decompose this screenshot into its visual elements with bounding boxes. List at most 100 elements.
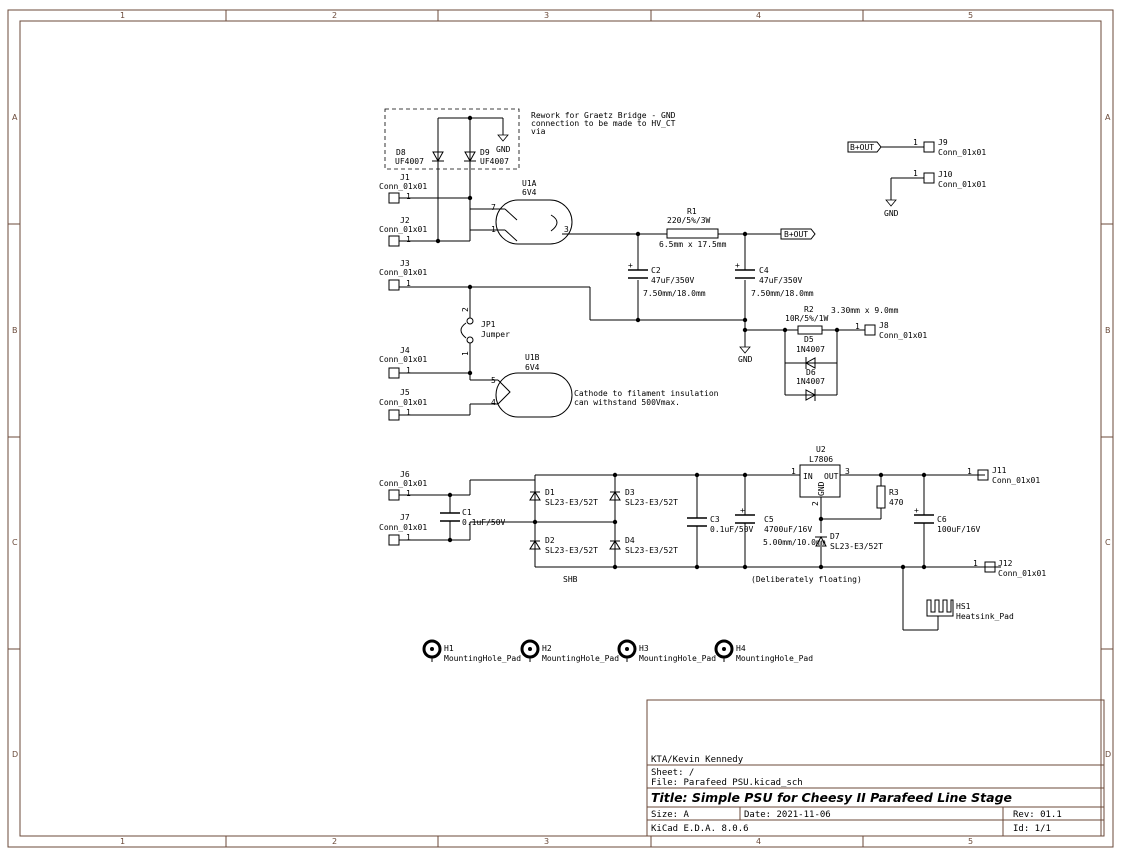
diode-d6 [805,389,817,401]
connector-j9 [923,141,935,153]
resistor-r3 [876,485,886,509]
j4-val: Conn_01x01 [379,355,427,364]
tb-rev: Rev: 01.1 [1013,810,1062,820]
tb-id: Id: 1/1 [1013,824,1051,834]
rework-note-2: connection to be made to HV_CT [531,119,676,128]
zone-row-a-r: A [1105,113,1111,122]
jp1-pin2: 2 [461,307,470,312]
h1-ref: H1 [444,644,454,653]
connector-j8 [864,324,876,336]
j11-pin: 1 [967,467,972,476]
diode-d9 [464,151,476,163]
floating-note: (Deliberately floating) [751,575,862,584]
tb-sheet: Sheet: / [651,768,694,778]
gnd-mid-symbol [739,346,751,354]
zone-row-d-r: D [1105,750,1111,759]
gnd-top-symbol [497,134,509,142]
d4-val: SL23-E3/52T [625,546,678,555]
bout-text-1: B+OUT [784,230,808,239]
j7-pin: 1 [406,533,411,542]
c2-ref: C2 [651,266,661,275]
u2-pin2: 2 [811,501,820,506]
zone-row-c-r: C [1105,538,1111,547]
gnd-j10-symbol [885,199,897,207]
u1a-pin7: 7 [491,203,496,212]
u1b-val: 6V4 [525,363,540,372]
bout-label-1 [780,228,816,240]
tb-file: File: Parafeed PSU.kicad_sch [651,778,803,788]
bout-text-2: B+OUT [850,143,874,152]
d6-ref: D6 [806,368,816,377]
mounting-hole-h1 [422,639,442,662]
zone-ticks [8,10,1113,847]
regulator-u2 [799,464,841,498]
rework-note-1: Rework for Graetz Bridge - GND [531,111,676,120]
j2-ref: J2 [400,216,410,225]
u1b-ref: U1B [525,353,540,362]
tb-tool: KiCad E.D.A. 8.0.6 [651,824,749,834]
rework-wires [437,117,504,241]
connector-j3 [388,279,400,291]
d5-d6-wires [784,330,838,396]
d3-val: SL23-E3/52T [625,498,678,507]
d1-val: SL23-E3/52T [545,498,598,507]
rework-note-3: via [531,127,546,136]
c5-val: 4700uF/16V [764,525,812,534]
j10-ref: J10 [938,170,953,179]
zone-col-3b: 3 [544,837,549,846]
resistor-r2 [797,325,823,335]
svg-text:+: + [740,506,745,515]
c1-val: 0.1uF/50V [462,518,506,527]
u1a-pin1: 1 [491,225,496,234]
connector-j11 [977,469,989,481]
capacitor-c1 [440,512,460,522]
d8-val: UF4007 [395,157,424,166]
d6-val: 1N4007 [796,377,825,386]
c4-val: 47uF/350V [759,276,803,285]
c2-footprint: 7.50mm/18.0mm [643,289,706,298]
zone-col-2b: 2 [332,837,337,846]
d1-ref: D1 [545,488,555,497]
j9-pin: 1 [913,138,918,147]
r1-ref: R1 [687,207,697,216]
u1a-pin3: 3 [564,225,569,234]
cathode-note-2: can withstand 500Vmax. [574,398,680,407]
j6-ref: J6 [400,470,410,479]
diode-d4 [609,540,621,550]
c3-ref: C3 [710,515,720,524]
d4-ref: D4 [625,536,635,545]
zone-col-2: 2 [332,11,337,20]
c5-footprint: 5.00mm/10.0mm [763,538,826,547]
zone-col-4: 4 [756,11,761,20]
zone-col-4b: 4 [756,837,761,846]
zone-col-1: 1 [120,11,125,20]
r3-ref: R3 [889,488,899,497]
tube-u1a [495,199,573,245]
zone-row-c: C [12,538,18,547]
c5-ref: C5 [764,515,774,524]
zone-row-a: A [12,113,18,122]
svg-text:+: + [628,261,633,270]
j3-wires [399,286,591,416]
rework-box [384,108,520,170]
zone-row-b: B [12,326,18,335]
r2-ref: R2 [804,305,814,314]
j10-val: Conn_01x01 [938,180,986,189]
j2-pin: 1 [406,235,411,244]
h1-val: MountingHole_Pad [444,654,521,663]
j5-ref: J5 [400,388,410,397]
j1-val: Conn_01x01 [379,182,427,191]
j3-val: Conn_01x01 [379,268,427,277]
tb-date: Date: 2021-11-06 [744,810,831,820]
jp1-pin1: 1 [461,351,470,356]
capacitor-c6: + [914,506,934,524]
j12-ref: J12 [998,559,1013,568]
diode-d3 [609,491,621,501]
u2-gnd: GND [817,481,826,496]
zone-col-5b: 5 [968,837,973,846]
c6-val: 100uF/16V [937,525,981,534]
mounting-hole-h4 [714,639,734,662]
j8-ref: J8 [879,321,889,330]
u2-out: OUT [824,472,839,481]
